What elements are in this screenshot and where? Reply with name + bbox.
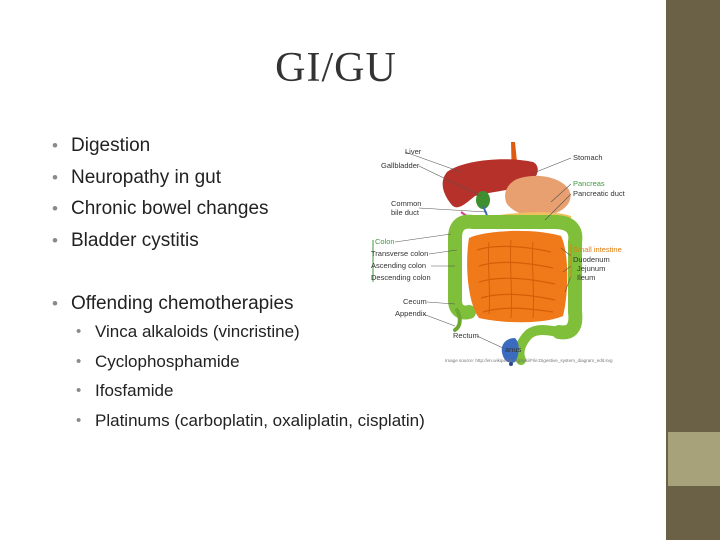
sub-bullet-item: • Platinums (carboplatin, oxaliplatin, c… bbox=[76, 406, 425, 436]
bullet-item: • Chronic bowel changes bbox=[52, 193, 269, 225]
label-jejunum: Jejunum bbox=[577, 264, 605, 273]
bullet-dot-icon: • bbox=[52, 136, 58, 155]
leader-lines bbox=[394, 151, 572, 349]
bullet-text: Digestion bbox=[71, 135, 151, 156]
diagram-caption: Image source: http://en.wikipedia.org/wi… bbox=[445, 358, 613, 363]
anus-shape bbox=[509, 362, 513, 366]
offending-bullet-list: • Offending chemotherapies bbox=[52, 288, 294, 320]
bullet-item: • Digestion bbox=[52, 130, 269, 162]
label-duodenum: Duodenum bbox=[573, 255, 610, 264]
sub-bullet-text: Vinca alkaloids (vincristine) bbox=[95, 322, 300, 341]
appendix-shape bbox=[453, 308, 462, 332]
sub-bullet-item: • Ifosfamide bbox=[76, 376, 425, 406]
sub-bullet-text: Ifosfamide bbox=[95, 381, 174, 400]
label-rectum: Rectum bbox=[453, 331, 479, 340]
bullet-text: Chronic bowel changes bbox=[71, 198, 269, 219]
label-ascending-colon: Ascending colon bbox=[371, 261, 426, 270]
chemotherapy-sub-list: • Vinca alkaloids (vincristine) • Cyclop… bbox=[76, 317, 425, 435]
slide-title: GI/GU bbox=[275, 45, 397, 91]
bullet-dot-icon: • bbox=[52, 294, 58, 313]
label-liver: Liver bbox=[405, 147, 422, 156]
label-common-bile-duct-1: Common bbox=[391, 199, 421, 208]
label-ileum: Ileum bbox=[577, 273, 595, 282]
bullet-item: • Bladder cystitis bbox=[52, 225, 269, 257]
sigmoid-colon-shape bbox=[514, 325, 564, 365]
bullet-dot-icon: • bbox=[76, 411, 82, 429]
bullet-dot-icon: • bbox=[76, 352, 82, 370]
decorative-side-bar-accent bbox=[668, 432, 720, 486]
bullet-dot-icon: • bbox=[52, 167, 58, 187]
bullet-text: Offending chemotherapies bbox=[71, 293, 294, 314]
sub-bullet-item: • Cyclophosphamide bbox=[76, 347, 425, 377]
digestive-system-diagram: Liver Gallbladder Common bile duct Colon… bbox=[365, 142, 635, 367]
label-cecum: Cecum bbox=[403, 297, 427, 306]
liver-shape bbox=[442, 159, 538, 208]
label-pancreatic-duct: Pancreatic duct bbox=[573, 189, 626, 198]
bullet-dot-icon: • bbox=[52, 230, 58, 250]
bullet-dot-icon: • bbox=[76, 382, 82, 399]
label-pancreas: Pancreas bbox=[573, 179, 605, 188]
intestine-fold-lines-vertical bbox=[487, 239, 535, 319]
rectum-shape bbox=[501, 338, 519, 363]
label-appendix: Appendix bbox=[395, 309, 427, 318]
sub-bullet-text: Platinums (carboplatin, oxaliplatin, cis… bbox=[95, 410, 425, 430]
bullet-dot-icon: • bbox=[76, 323, 82, 340]
label-anus: anus bbox=[505, 345, 522, 354]
sub-bullet-text: Cyclophosphamide bbox=[95, 351, 240, 371]
label-gallbladder: Gallbladder bbox=[381, 161, 420, 170]
bullet-item-offending: • Offending chemotherapies bbox=[52, 288, 294, 320]
stomach-shape bbox=[505, 175, 571, 217]
label-descending-colon: Descending colon bbox=[371, 273, 431, 282]
bullet-text: Neuropathy in gut bbox=[71, 166, 221, 188]
label-small-intestine: Small intestine bbox=[573, 245, 622, 254]
label-common-bile-duct-2: bile duct bbox=[391, 208, 420, 217]
bullet-item: • Neuropathy in gut bbox=[52, 162, 269, 194]
label-transverse-colon: Transverse colon bbox=[371, 249, 428, 258]
bullet-text: Bladder cystitis bbox=[71, 229, 199, 251]
label-stomach: Stomach bbox=[573, 153, 603, 162]
main-bullet-list: • Digestion • Neuropathy in gut • Chroni… bbox=[52, 130, 269, 256]
label-colon: Colon bbox=[375, 237, 395, 246]
sub-bullet-item: • Vinca alkaloids (vincristine) bbox=[76, 317, 425, 347]
transverse-descending-colon-shape bbox=[448, 214, 583, 340]
small-intestine-shape bbox=[467, 230, 568, 323]
bullet-dot-icon: • bbox=[52, 199, 58, 218]
